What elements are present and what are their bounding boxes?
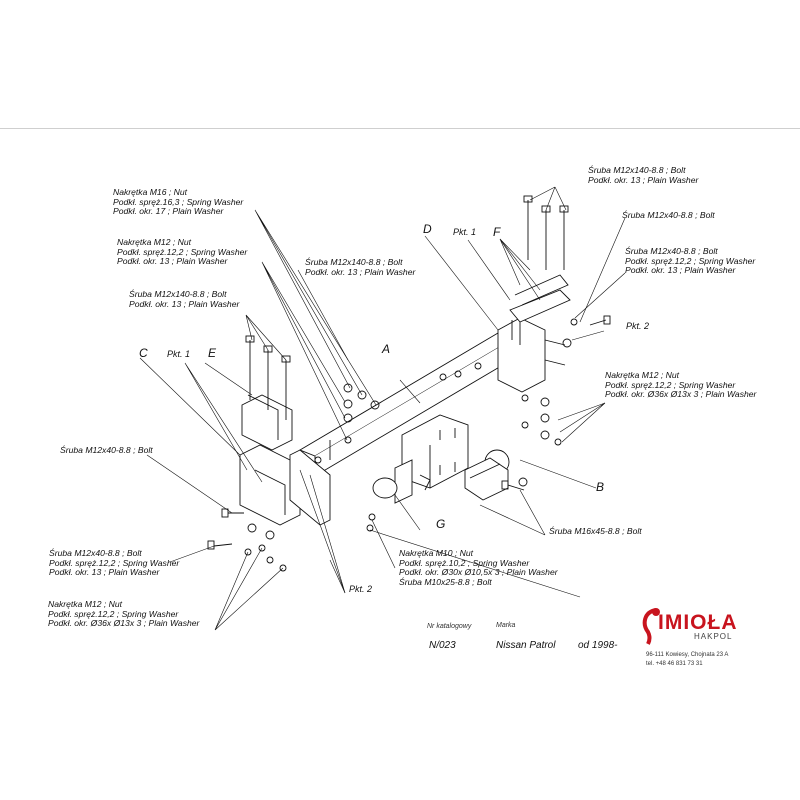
brand-logo-name: IMIOŁA (658, 611, 738, 634)
callout-line: Śruba M12x40-8.8 ; Bolt (622, 210, 715, 220)
part-letter-e: E (208, 346, 217, 360)
header-rule (0, 128, 800, 129)
callout-line: Podkł. okr. 13 ; Plain Washer (117, 256, 228, 267)
part-letter-f: F (493, 225, 501, 239)
callout-line: Podkł. spręż.12,2 ; Spring Washer (117, 246, 248, 257)
callout-line: Podkł. okr. 13 ; Plain Washer (305, 266, 416, 277)
left-bracket (239, 394, 301, 526)
callout-line: Podkł. okr. Ø36x Ø13x 3 ; Plain Washer (48, 618, 200, 629)
part-letter-b: B (596, 480, 605, 494)
callout-top-right-bolt: Śruba M12x140-8.8 ; Bolt Podkł. okr. 13 … (588, 165, 699, 185)
tow-ball (464, 449, 510, 501)
callout-line: Śruba M10x25-8.8 ; Bolt (399, 576, 492, 587)
callout-line: Podkł. spręż.12,2 ; Spring Washer (49, 557, 180, 568)
callout-left-m12x40: Śruba M12x40-8.8 ; Bolt (60, 445, 153, 456)
pkt1-top-label: Pkt. 1 (453, 227, 477, 237)
callout-m16x45: Śruba M16x45-8.8 ; Bolt (549, 526, 642, 537)
towball-logo-icon (642, 608, 660, 645)
callout-line: Nakrętka M12 ; Nut (48, 599, 123, 609)
callout-bottom-left-nut: Nakrętka M12 ; Nut Podkł. spręż.12,2 ; S… (48, 599, 200, 629)
pkt2-right-label: Pkt. 2 (626, 321, 650, 331)
callout-line: Śruba M12x140-8.8 ; Bolt (588, 165, 686, 175)
part-letter-g: G (436, 517, 446, 531)
part-letter-d: D (423, 222, 432, 236)
callout-line: Śruba M12x40-8.8 ; Bolt (60, 445, 153, 455)
callout-line: Śruba M12x140-8.8 ; Bolt (129, 289, 227, 299)
brand-address: 96-111 Kowiesy, Chojnata 23 A (646, 652, 729, 658)
left-side-plate (289, 449, 331, 526)
callout-line: Podkł. okr. 13 ; Plain Washer (129, 298, 240, 309)
vehicle-model: Nissan Patrol (496, 640, 556, 651)
pkt2-bottom-label: Pkt. 2 (349, 584, 373, 594)
pkt1-left-label: Pkt. 1 (167, 349, 191, 359)
callout-line: Śruba M12x40-8.8 ; Bolt (49, 548, 142, 558)
catalog-number: N/023 (429, 640, 456, 651)
callout-line: Śruba M12x40-8.8 ; Bolt (625, 246, 718, 256)
callout-top-m16: Nakrętka M16 ; Nut Podkł. spręż.16,3 ; S… (113, 187, 244, 217)
part-letter-c: C (139, 346, 148, 360)
callout-line: Nakrętka M12 ; Nut (605, 370, 680, 380)
callout-line: Podkł. okr. Ø30x Ø10,5x 3 ; Plain Washer (399, 567, 558, 578)
brand-caption: Marka (496, 622, 516, 629)
callout-line: Śruba M12x140-8.8 ; Bolt (305, 257, 403, 267)
model-year: od 1998- (578, 640, 618, 651)
callout-center-m12x140: Śruba M12x140-8.8 ; Bolt Podkł. okr. 13 … (305, 257, 416, 277)
leader-lines (139, 186, 626, 631)
callout-line: Podkł. spręż.16,3 ; Spring Washer (113, 196, 244, 207)
callout-line: Podkł. okr. 13 ; Plain Washer (625, 265, 736, 276)
socket-plate (372, 459, 431, 504)
callout-line: Podkł. spręż.10,2 ; Spring Washer (399, 557, 530, 568)
callout-m10: Nakrętka M10 ; Nut Podkł. spręż.10,2 ; S… (399, 548, 558, 587)
callout-line: Podkł. okr. Ø36x Ø13x 3 ; Plain Washer (605, 389, 757, 400)
callout-line: Podkł. spręż.12,2 ; Spring Washer (48, 608, 179, 619)
right-bracket (497, 274, 571, 393)
callout-line: Podkł. okr. 13 ; Plain Washer (588, 174, 699, 185)
callout-line: Podkł. spręż.12,2 ; Spring Washer (605, 379, 736, 390)
callout-right-m12x40-1: Śruba M12x40-8.8 ; Bolt (622, 210, 715, 221)
callout-right-m12x40-2: Śruba M12x40-8.8 ; Bolt Podkł. spręż.12,… (625, 246, 756, 276)
catalog-caption: Nr katalogowy (427, 623, 472, 630)
callout-line: Nakrętka M10 ; Nut (399, 548, 474, 558)
bolts-left (245, 335, 291, 420)
bolts-top-right (523, 195, 569, 270)
callout-line: Śruba M16x45-8.8 ; Bolt (549, 526, 642, 536)
callout-line: Podkł. okr. 17 ; Plain Washer (113, 206, 224, 217)
callout-right-nut: Nakrętka M12 ; Nut Podkł. spręż.12,2 ; S… (605, 370, 757, 400)
part-letter-a: A (382, 342, 391, 356)
callout-left-m12x140: Śruba M12x140-8.8 ; Bolt Podkł. okr. 13 … (129, 289, 240, 309)
brand-logo-sub: HAKPOL (694, 632, 733, 641)
callout-line: Podkł. okr. 13 ; Plain Washer (49, 567, 160, 578)
fasteners-small (244, 318, 578, 572)
callout-line: Nakrętka M16 ; Nut (113, 187, 188, 197)
callout-line: Nakrętka M12 ; Nut (117, 237, 192, 247)
short-bolts (207, 315, 611, 550)
callout-line: Podkł. spręż.12,2 ; Spring Washer (625, 255, 756, 266)
callout-left-m12-nut: Nakrętka M12 ; Nut Podkł. spręż.12,2 ; S… (117, 237, 248, 267)
brand-phone: tel. +48 46 831 73 31 (646, 661, 703, 667)
callout-bottom-left-bolt: Śruba M12x40-8.8 ; Bolt Podkł. spręż.12,… (49, 548, 180, 578)
